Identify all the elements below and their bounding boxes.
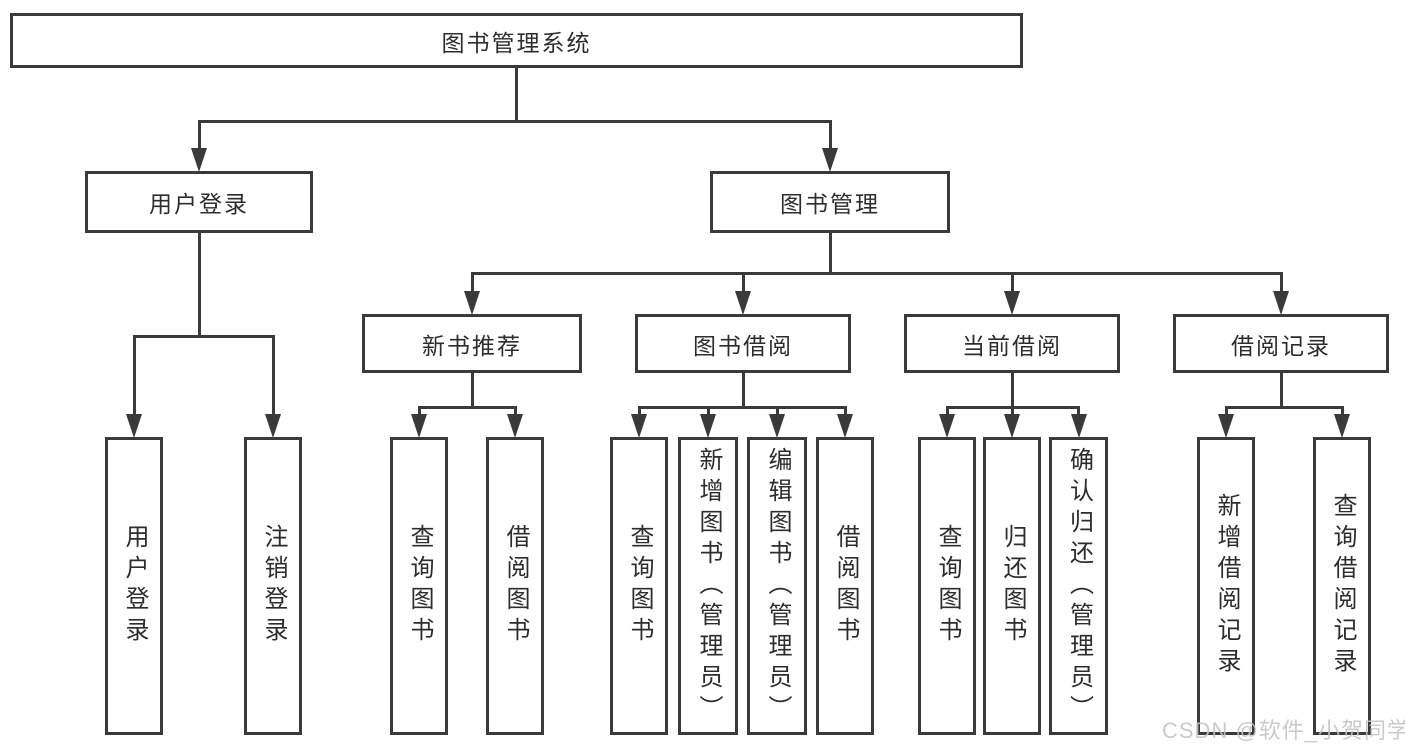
watermark: CSDN @软件_小贺同学 — [1162, 718, 1405, 743]
connector-drop-cur-return — [1010, 406, 1014, 417]
node-label-bor-add: 新增图书（管理员） — [695, 446, 722, 726]
node-label-cur-query: 查询图书 — [934, 524, 961, 648]
arrowhead-down-icon — [1218, 414, 1234, 438]
connector-drop-cur-query — [945, 406, 949, 417]
arrowhead-down-icon — [939, 414, 955, 438]
arrowhead-down-icon — [464, 291, 480, 315]
node-root: 图书管理系统 — [10, 13, 1023, 68]
node-label-login: 用户登录 — [149, 191, 249, 217]
connector-drop-bor-query — [637, 406, 641, 417]
connector-drop-borrow — [741, 272, 745, 294]
node-label-his-add: 新增借阅记录 — [1213, 493, 1240, 679]
connector-drop-bor-edit — [775, 406, 779, 417]
connector-drop-leaf-login — [132, 335, 136, 417]
node-label-rec-borrow: 借阅图书 — [502, 524, 529, 648]
node-bor-edit: 编辑图书（管理员） — [747, 437, 807, 735]
connector-rail-records — [1224, 406, 1344, 409]
arrowhead-down-icon — [700, 414, 716, 438]
connector-stem-root — [515, 68, 518, 123]
arrowhead-down-icon — [822, 148, 838, 172]
node-cur-query: 查询图书 — [918, 437, 976, 735]
node-borrow: 图书借阅 — [635, 314, 851, 373]
node-label-his-query: 查询借阅记录 — [1329, 493, 1356, 679]
connector-drop-recommend — [470, 272, 474, 294]
arrowhead-down-icon — [769, 414, 785, 438]
node-login: 用户登录 — [85, 171, 313, 233]
node-label-borrow: 图书借阅 — [693, 332, 793, 359]
arrowhead-down-icon — [191, 148, 207, 172]
connector-rail-login — [132, 335, 275, 338]
connector-drop-his-query — [1340, 406, 1344, 417]
node-label-leaf-logout: 注销登录 — [260, 524, 287, 648]
connector-stem-current — [1010, 373, 1014, 409]
node-bor-lend: 借阅图书 — [816, 437, 874, 735]
connector-drop-his-add — [1224, 406, 1228, 417]
connector-drop-cur-confirm — [1077, 406, 1080, 417]
connector-drop-login — [197, 120, 201, 151]
node-records: 借阅记录 — [1173, 314, 1389, 373]
connector-drop-leaf-logout — [271, 335, 275, 417]
node-his-add: 新增借阅记录 — [1197, 437, 1255, 735]
connector-stem-borrow — [741, 373, 745, 409]
node-leaf-logout: 注销登录 — [244, 437, 302, 735]
node-label-records: 借阅记录 — [1231, 332, 1331, 359]
node-label-root: 图书管理系统 — [441, 29, 592, 56]
connector-drop-current — [1010, 272, 1014, 294]
node-current: 当前借阅 — [904, 314, 1120, 373]
connector-drop-bor-lend — [843, 406, 847, 417]
connector-rail-mgmt — [470, 272, 1283, 275]
node-cur-return: 归还图书 — [983, 437, 1041, 735]
arrowhead-down-icon — [126, 414, 142, 438]
connector-drop-bor-add — [706, 406, 710, 417]
node-rec-query: 查询图书 — [390, 437, 448, 735]
arrowhead-down-icon — [1273, 291, 1289, 315]
arrowhead-down-icon — [507, 414, 523, 438]
connector-rail-borrow — [637, 406, 847, 409]
node-label-recommend: 新书推荐 — [422, 332, 522, 359]
node-label-cur-return: 归还图书 — [999, 524, 1026, 648]
node-his-query: 查询借阅记录 — [1313, 437, 1371, 735]
connector-drop-rec-query — [417, 406, 421, 417]
connector-stem-mgmt — [828, 233, 832, 275]
arrowhead-down-icon — [265, 414, 281, 438]
connector-rail-root — [197, 120, 832, 123]
node-label-current: 当前借阅 — [962, 332, 1062, 359]
node-leaf-login: 用户登录 — [105, 437, 163, 735]
arrowhead-down-icon — [1004, 414, 1020, 438]
node-label-mgmt: 图书管理 — [780, 191, 880, 217]
arrowhead-down-icon — [735, 291, 751, 315]
node-label-rec-query: 查询图书 — [406, 524, 433, 648]
connector-stem-login — [197, 233, 201, 338]
node-label-cur-confirm: 确认归还（管理员） — [1065, 446, 1093, 726]
node-cur-confirm: 确认归还（管理员） — [1049, 437, 1108, 735]
arrowhead-down-icon — [631, 414, 647, 438]
arrowhead-down-icon — [1070, 414, 1087, 438]
connector-stem-recommend — [470, 373, 474, 409]
node-label-bor-edit: 编辑图书（管理员） — [764, 446, 791, 726]
arrowhead-down-icon — [1004, 291, 1020, 315]
connector-rail-recommend — [417, 406, 517, 409]
connector-drop-mgmt — [828, 120, 832, 151]
arrowhead-down-icon — [411, 414, 427, 438]
node-rec-borrow: 借阅图书 — [486, 437, 544, 735]
node-mgmt: 图书管理 — [710, 171, 950, 233]
arrowhead-down-icon — [837, 414, 853, 438]
connector-drop-rec-borrow — [513, 406, 517, 417]
node-label-bor-lend: 借阅图书 — [832, 524, 859, 648]
connector-stem-records — [1279, 373, 1283, 409]
node-bor-add: 新增图书（管理员） — [678, 437, 738, 735]
node-label-bor-query: 查询图书 — [626, 524, 653, 648]
node-label-leaf-login: 用户登录 — [121, 524, 148, 648]
arrowhead-down-icon — [1334, 414, 1350, 438]
connector-drop-records — [1279, 272, 1283, 294]
node-recommend: 新书推荐 — [362, 314, 582, 373]
node-bor-query: 查询图书 — [610, 437, 668, 735]
